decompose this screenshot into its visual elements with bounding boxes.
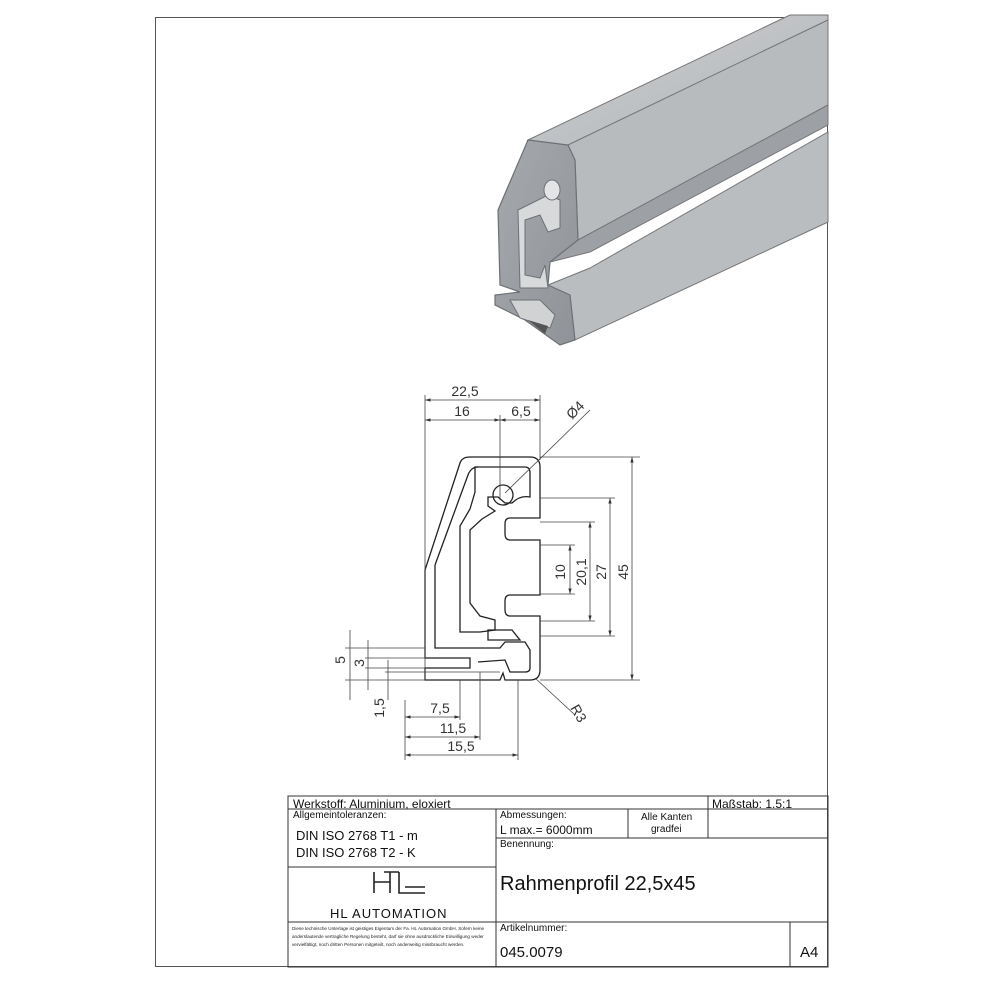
profile-section-view bbox=[424, 456, 541, 681]
company-name: HL AUTOMATION bbox=[330, 906, 448, 921]
tolerance-1: DIN ISO 2768 T1 - m bbox=[296, 828, 418, 843]
edges-line2: gradfei bbox=[651, 824, 682, 835]
dimensions-label: Abmessungen: bbox=[500, 810, 567, 821]
hl-logo-icon bbox=[373, 871, 425, 894]
dim-slot-mid: 20,1 bbox=[573, 558, 589, 585]
dimension-lines bbox=[345, 395, 640, 760]
name-label: Benennung: bbox=[500, 839, 554, 850]
dim-hole-diameter: Ø4 bbox=[563, 397, 588, 422]
dim-width-right: 6,5 bbox=[511, 403, 531, 419]
material-label: Werkstoff: Aluminium, eloxiert bbox=[293, 797, 451, 811]
dim-lip-7-5: 7,5 bbox=[430, 700, 450, 716]
profile-3d-view bbox=[494, 14, 829, 346]
dim-width-left: 16 bbox=[454, 403, 470, 419]
sheet-format: A4 bbox=[800, 944, 819, 961]
dim-width-total: 22,5 bbox=[451, 383, 478, 399]
dim-slot-outer: 27 bbox=[593, 564, 609, 580]
dimension-labels: 22,5 16 6,5 Ø4 10 20,1 27 45 5 3 1,5 7,5… bbox=[332, 383, 631, 754]
dim-lip-15-5: 15,5 bbox=[447, 738, 474, 754]
dim-step-3: 3 bbox=[351, 659, 367, 667]
legal-notice: Diese technische Unterlage ist geistiges… bbox=[292, 926, 485, 947]
tolerances-label: Allgemeintoleranzen: bbox=[293, 810, 387, 821]
dim-lip-11-5: 11,5 bbox=[440, 720, 466, 736]
dim-height-total: 45 bbox=[615, 564, 631, 580]
length-max: L max.= 6000mm bbox=[500, 823, 593, 837]
dim-step-5: 5 bbox=[332, 656, 348, 664]
tolerance-2: DIN ISO 2768 T2 - K bbox=[296, 845, 416, 860]
title-block-grid bbox=[287, 795, 829, 968]
article-number: 045.0079 bbox=[500, 944, 563, 961]
dim-slot-inner: 10 bbox=[552, 564, 568, 580]
dim-step-1-5: 1,5 bbox=[371, 698, 387, 718]
part-name: Rahmenprofil 22,5x45 bbox=[500, 873, 696, 895]
dim-radius: R3 bbox=[567, 702, 590, 726]
article-label: Artikelnummer: bbox=[500, 923, 568, 934]
edges-line1: Alle Kanten bbox=[641, 812, 693, 823]
scale-label: Maßstab: 1.5:1 bbox=[712, 797, 793, 811]
